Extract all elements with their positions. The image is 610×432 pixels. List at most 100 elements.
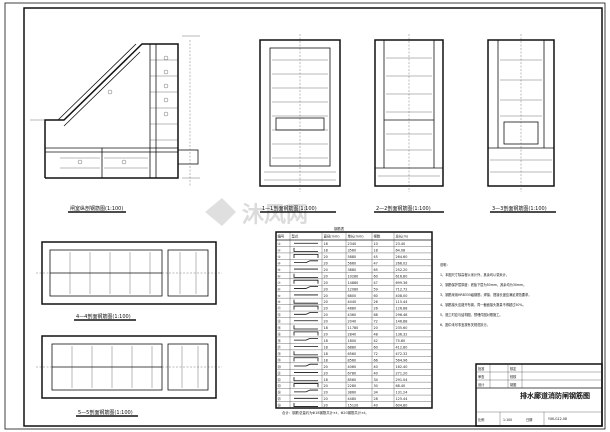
profile-slope-rebar bbox=[63, 51, 141, 127]
rebar-shape-sketch bbox=[293, 351, 318, 356]
rebar-table-cell: 699.36 bbox=[396, 281, 408, 285]
rebar-table-cell: 18 bbox=[324, 242, 328, 246]
rebar-table-cell: 8560 bbox=[348, 358, 357, 362]
rebar-table-cell: 68.40 bbox=[396, 384, 406, 388]
rebar-table-cell: 18 bbox=[324, 249, 328, 253]
rebar-shape-sketch bbox=[293, 331, 319, 336]
rebar-table-cell: 75.60 bbox=[396, 339, 406, 343]
rebar-table-cell: 64.08 bbox=[396, 249, 406, 253]
rebar-table-cell: 34 bbox=[374, 391, 378, 395]
rebar-table-cell: 30 bbox=[374, 384, 378, 388]
rebar-table-cell: 18 bbox=[324, 339, 328, 343]
profile-caption: 闸室纵剖钢筋图(1:100) bbox=[70, 205, 123, 212]
rebar-table-cell: 20 bbox=[324, 294, 328, 298]
rebar-table-cell: ④ bbox=[278, 261, 281, 265]
rebar-table-cell: 3560 bbox=[348, 249, 357, 253]
rebar-table-header-cell: 总长(m) bbox=[396, 234, 409, 239]
rebar-table-title: 钢筋表 bbox=[334, 226, 345, 231]
rebar-table-cell: 18 bbox=[324, 358, 328, 362]
rebar-table-cell: 40 bbox=[374, 404, 378, 408]
section-22-view: 2—2剖面钢筋图(1:100) bbox=[374, 34, 444, 213]
rebar-table-cell: 26 bbox=[374, 307, 378, 311]
rebar-table-cell: 5880 bbox=[348, 255, 357, 259]
rebar-table-cell: ㉕ bbox=[278, 396, 282, 401]
rebar-table-cell: ㉓ bbox=[278, 383, 282, 388]
rebar-table-cell: 4440 bbox=[348, 300, 357, 304]
rebar-table-cell: 6880 bbox=[348, 345, 357, 349]
rebar-table-cell: 10280 bbox=[348, 274, 359, 278]
rebar-table-cell: ⑯ bbox=[278, 338, 282, 343]
rebar-table-cell: 235.60 bbox=[396, 326, 408, 330]
rebar-table-cell: 2340 bbox=[348, 242, 357, 246]
rebar-table-cell: 291.04 bbox=[396, 378, 408, 382]
rebar-table-cell: ⑳ bbox=[278, 364, 282, 369]
title-block-field: 制图 bbox=[510, 382, 516, 387]
rebar-table-cell: 20 bbox=[324, 404, 328, 408]
section-55-view: 5—5剖面钢筋图(1:100) bbox=[36, 335, 222, 417]
rebar-table-cell: 115.44 bbox=[396, 300, 408, 304]
rebar-table-cell: 18 bbox=[324, 326, 328, 330]
note-line: 2、钢筋保护层厚度：底板下层为50mm，其余均为30mm。 bbox=[440, 282, 526, 287]
section-44-view: 4—4剖面钢筋图(1:100) bbox=[36, 241, 222, 321]
rebar-table-cell: 65 bbox=[374, 268, 378, 272]
rebar-table-cell: 59 bbox=[374, 287, 378, 291]
rebar-shape-sketch bbox=[293, 325, 318, 330]
watermark: 沐风网 bbox=[205, 198, 308, 228]
rebar-table-cell: 68 bbox=[374, 313, 378, 317]
rebar-table-cell: 6780 bbox=[348, 371, 357, 375]
rebar-table-cell: 20 bbox=[324, 274, 328, 278]
rebar-table-cell: 8560 bbox=[348, 378, 357, 382]
rebar-table-cell: 4060 bbox=[348, 365, 357, 369]
section-55-caption: 5—5剖面钢筋图(1:100) bbox=[78, 409, 133, 416]
rebar-table-cell: 18 bbox=[324, 352, 328, 356]
section-33-caption: 3—3剖面钢筋图(1:100) bbox=[492, 205, 547, 212]
rebar-table-cell: ⑭ bbox=[278, 325, 282, 330]
rebar-table-header: 编号型式直径(mm)单长(mm)根数总长(m) bbox=[278, 234, 409, 239]
rebar-table-cell: 20 bbox=[324, 397, 328, 401]
rebar-table-cell: ⑩ bbox=[278, 300, 281, 304]
title-block-frame bbox=[475, 363, 603, 427]
rebar-table-cell: 131.24 bbox=[396, 391, 408, 395]
rebar-table-cell: 20 bbox=[324, 300, 328, 304]
note-line: 1、本图尺寸除高程以米计外，其余均以毫米计。 bbox=[440, 272, 509, 277]
rebar-table-cell: 2280 bbox=[348, 384, 357, 388]
rebar-table-cell: 271.20 bbox=[396, 371, 408, 375]
rebar-table-cell: ② bbox=[278, 249, 281, 253]
rebar-table-cell: 15120 bbox=[348, 404, 359, 408]
rebar-table-cell: 2040 bbox=[348, 320, 357, 324]
rebar-table-cell: 40 bbox=[374, 365, 378, 369]
watermark-text: 沐风网 bbox=[242, 203, 308, 228]
rebar-table-cell: 18 bbox=[324, 378, 328, 382]
rebar-shape-sketch bbox=[294, 286, 318, 289]
profile-outlet-step bbox=[177, 149, 199, 165]
rebar-table-cell: ⑨ bbox=[278, 294, 281, 298]
rebar-table-cell: ⑦ bbox=[278, 281, 281, 285]
title-block-field: 核定 bbox=[510, 366, 517, 371]
rebar-table-cell: ㉑ bbox=[278, 370, 282, 375]
rebar-table-cell: 1800 bbox=[348, 339, 357, 343]
rebar-shape-sketch bbox=[293, 279, 319, 284]
rebar-table-cell: ③ bbox=[278, 255, 281, 259]
scale-label: 比例 bbox=[478, 417, 484, 422]
rebar-table-cell: 616.80 bbox=[396, 274, 408, 278]
notes-heading: 说明： bbox=[440, 262, 450, 267]
rebar-table-cell: 40 bbox=[374, 371, 378, 375]
section-33-view: 3—3剖面钢筋图(1:100) bbox=[487, 34, 556, 213]
rebar-table-cell: 18 bbox=[374, 249, 378, 253]
title-block-field: 批准 bbox=[478, 366, 485, 371]
rebar-table-grid bbox=[276, 232, 432, 408]
section-11-view: 1—1剖面钢筋图(1:100) bbox=[259, 34, 341, 213]
